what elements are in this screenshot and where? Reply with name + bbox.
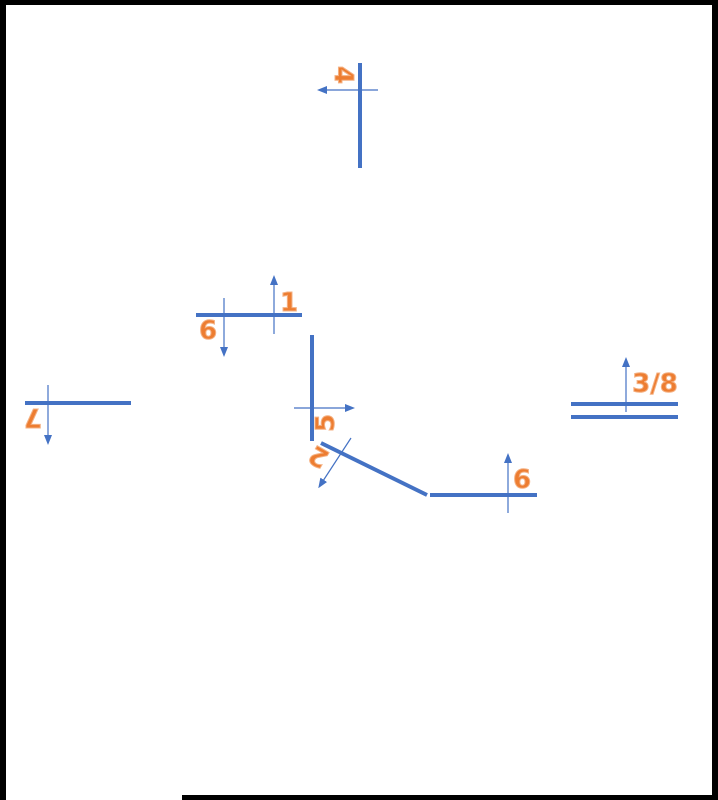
label-upper-left-up: 1: [280, 288, 298, 318]
frame-border-right: [712, 0, 718, 800]
label-lower-right: 6: [513, 465, 531, 495]
label-upper-left-down: 6: [199, 316, 217, 346]
label-diagonal: 2: [304, 438, 335, 473]
frame-border-left: [0, 0, 6, 800]
frame-border-bottom: [182, 795, 718, 800]
segment-top-vertical: 4: [317, 63, 378, 168]
segment-upper-left: 1 6: [196, 275, 302, 357]
label-far-left: 7: [24, 402, 42, 432]
label-double-line: 3/8: [632, 369, 678, 399]
frame-border-top: [0, 0, 718, 5]
segment-lower-right: 6: [430, 453, 537, 513]
segment-far-left: 7: [23, 385, 131, 445]
label-top-vertical: 4: [328, 66, 358, 84]
segment-diagonal: 2: [303, 437, 428, 497]
segment-double-line: 3/8: [571, 357, 678, 419]
label-center-vertical: 5: [311, 414, 341, 432]
segment-center-vertical: 5: [294, 335, 355, 441]
